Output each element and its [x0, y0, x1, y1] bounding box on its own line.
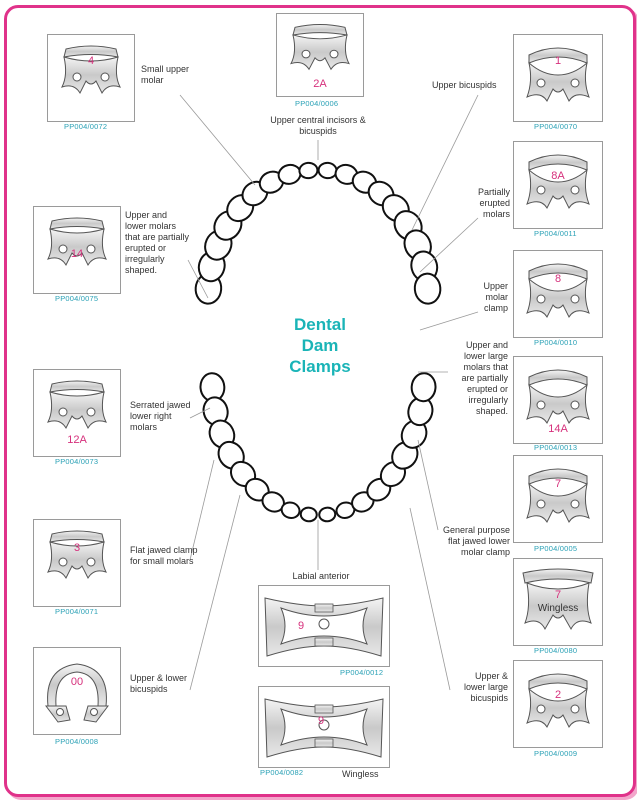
clamp-card-1: 1 [513, 34, 603, 122]
clamp-8a-icon [514, 142, 602, 228]
clamp-code: PP004/0006 [295, 99, 339, 108]
title-line-1: Dental [294, 315, 346, 334]
clamp-number: 3 [73, 542, 81, 554]
clamp-card-7: 7 [513, 455, 603, 543]
label-small-upper-molar: Small upper molar [141, 64, 190, 85]
clamp-code: PP004/0071 [55, 607, 99, 616]
label-partially-erupted: Partially erupted molars [477, 187, 510, 219]
lower-tooth [299, 506, 318, 523]
label-upper-molar-clamp: Upper molar clamp [483, 281, 508, 313]
clamp-card-14a: 14A [513, 356, 603, 444]
diagram-title: Dental Dam Clamps [270, 314, 370, 377]
leader-line [409, 507, 451, 691]
leader-line [419, 311, 479, 331]
clamp-number: 14A [548, 423, 568, 435]
lower-tooth [280, 501, 301, 519]
clamp-number: 00 [70, 676, 84, 688]
label-serrated: Serrated jawed lower right molars [130, 400, 191, 432]
clamp-card-00: 00 [33, 647, 121, 735]
clamp-code: PP004/0010 [534, 338, 578, 347]
clamp-00-icon [34, 648, 120, 734]
clamp-4-icon [48, 35, 134, 121]
clamp-code: PP004/0011 [534, 229, 577, 238]
clamp-code: PP004/0005 [534, 544, 578, 553]
label-general-purpose: General purpose flat jawed lower molar c… [442, 525, 510, 557]
dental-arch [194, 161, 442, 523]
clamp-code: PP004/0075 [55, 294, 99, 303]
label-labial-anterior: Labial anterior [292, 571, 350, 581]
lower-tooth [318, 506, 337, 523]
clamp-9-wingless-icon [259, 687, 389, 767]
clamp-code: PP004/0013 [534, 443, 578, 452]
label-upper-lower-bicuspids: Upper & lower bicuspids [130, 673, 188, 694]
upper-tooth [413, 272, 442, 305]
label-upper-central: Upper central incisors & bicuspids [270, 115, 366, 136]
clamp-card-4: 4 [47, 34, 135, 122]
clamp-card-9-wingless: 9 [258, 686, 390, 768]
clamp-7-icon [514, 456, 602, 542]
label-flat-jawed: Flat jawed clamp for small molars [130, 545, 198, 566]
clamp-card-14: 14 [33, 206, 121, 294]
clamp-number: 8A [551, 170, 565, 182]
clamp-number: 2 [554, 689, 562, 701]
clamp-7-wingless-icon [514, 559, 602, 645]
clamp-1-icon [514, 35, 602, 121]
clamp-3-icon [34, 520, 120, 606]
clamp-card-3: 3 [33, 519, 121, 607]
upper-tooth [298, 161, 319, 180]
clamp-number: 2A [313, 78, 327, 90]
leader-line [419, 217, 479, 273]
clamp-number: 9 [297, 620, 305, 632]
clamp-code: PP004/0072 [64, 122, 108, 131]
clamp-number: 14 [70, 248, 84, 260]
leader-line [179, 94, 256, 186]
title-line-3: Clamps [289, 357, 351, 376]
clamp-number: 7 [554, 589, 562, 601]
label-upper-lower-large: Upper and lower large molars that are pa… [461, 340, 508, 416]
clamp-code: PP004/0070 [534, 122, 578, 131]
clamp-card-8: 8 [513, 250, 603, 338]
clamp-card-8a: 8A [513, 141, 603, 229]
clamp-card-2a: 2A [276, 13, 364, 97]
label-upper-bicuspids: Upper bicuspids [432, 80, 497, 90]
clamp-card-12a: 12A [33, 369, 121, 457]
clamp-8-icon [514, 251, 602, 337]
leader-line [187, 259, 209, 299]
lower-tooth [410, 372, 437, 403]
leader-line [189, 494, 241, 691]
clamp-number: 9 [317, 715, 325, 727]
leader-line [417, 439, 439, 531]
clamp-code: PP004/0009 [534, 749, 578, 758]
title-line-2: Dam [301, 336, 339, 355]
clamp-number: 1 [554, 55, 562, 67]
clamp-card-7-wingless: 7 Wingless [513, 558, 603, 646]
wingless-label: Wingless [537, 603, 579, 614]
label-upper-lower-partial: Upper and lower molars that are partiall… [125, 210, 190, 275]
clamp-code: PP004/0073 [55, 457, 99, 466]
clamp-code: PP004/0080 [534, 646, 578, 655]
clamp-code: PP004/0008 [55, 737, 99, 746]
clamp-number: 8 [554, 273, 562, 285]
upper-tooth [317, 161, 338, 180]
clamp-card-2: 2 [513, 660, 603, 748]
leader-line [189, 459, 215, 561]
clamp-number: 4 [87, 55, 95, 67]
clamp-number: 12A [67, 434, 87, 446]
clamp-code: PP004/0012 [340, 668, 384, 677]
clamp-code: PP004/0082 [260, 768, 304, 777]
leader-line [189, 407, 211, 419]
label-upper-lower-large-bicuspids: Upper & lower large bicuspids [463, 671, 508, 703]
label-wingless: Wingless [342, 769, 379, 779]
clamp-number: 7 [554, 478, 562, 490]
clamp-2-icon [514, 661, 602, 747]
clamp-card-9: 9 [258, 585, 390, 667]
leader-line [411, 94, 479, 231]
leader-lines [179, 94, 479, 691]
